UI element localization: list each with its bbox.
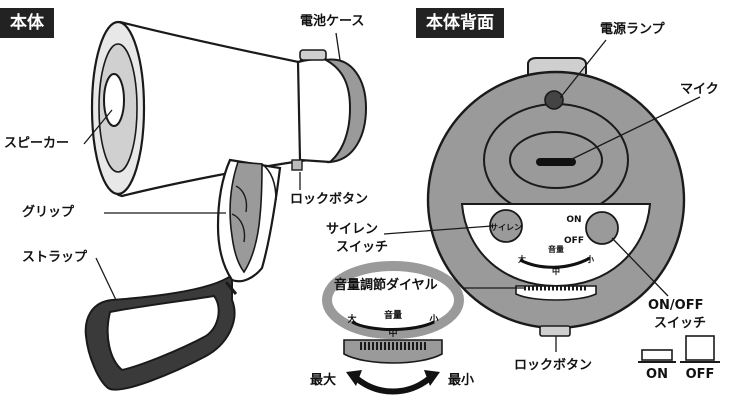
- strap-label: ストラップ: [22, 250, 88, 265]
- panel-small-label: 小: [585, 254, 594, 264]
- zoom-max-label: 最大: [310, 372, 336, 388]
- zoom-medium-label: 中: [388, 327, 397, 339]
- panel-medium-label: 中: [552, 266, 560, 276]
- speaker-label: スピーカー: [4, 136, 70, 151]
- zoom-small-label: 小: [428, 313, 438, 325]
- zoom-large-label: 大: [347, 313, 356, 325]
- power-lamp-label: 電源ランプ: [600, 22, 665, 37]
- strap-drawing: [84, 272, 238, 391]
- back-view-drawing: [426, 57, 686, 337]
- section-title-main-body: 本体: [0, 8, 54, 38]
- panel-volume-label: 音量: [548, 244, 564, 254]
- zoom-min-label: 最小: [448, 373, 474, 388]
- lock-button-bottom-label: ロックボタン: [514, 358, 593, 373]
- zoom-volume-label: 音量: [384, 309, 402, 321]
- panel-large-label: 大: [518, 254, 526, 264]
- lock-button-side-label: ロックボタン: [290, 192, 369, 207]
- state-on-label: ON: [646, 367, 668, 382]
- grip-label: グリップ: [22, 205, 75, 220]
- left-leader-lines: [83, 32, 341, 301]
- panel-off-label: OFF: [564, 236, 584, 246]
- panel-on-label: ON: [566, 215, 581, 225]
- section-title-back-view: 本体背面: [416, 8, 504, 38]
- state-off-label: OFF: [686, 367, 715, 382]
- siren-button-label: サイレン: [490, 223, 522, 232]
- siren-switch-label-2: スイッチ: [336, 240, 389, 255]
- volume-dial-zoom: [322, 261, 464, 395]
- onoff-switch-label-1: ON/OFF: [648, 298, 704, 313]
- right-leader-lines: [383, 39, 701, 352]
- volume-dial-label: 音量調節ダイヤル: [334, 278, 438, 293]
- battery-case-label: 電池ケース: [300, 14, 365, 29]
- mic-label: マイク: [680, 82, 719, 97]
- megaphone-body-drawing: [90, 20, 368, 283]
- switch-state-icons: [638, 335, 720, 363]
- siren-switch-label-1: サイレン: [326, 222, 379, 237]
- onoff-switch-label-2: スイッチ: [654, 316, 707, 331]
